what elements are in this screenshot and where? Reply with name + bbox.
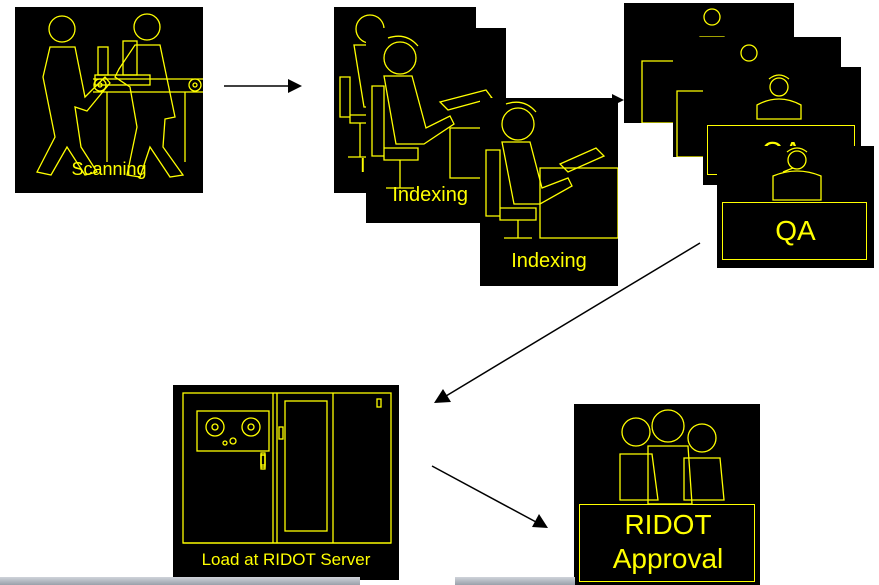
approval-box: RIDOT Approval: [579, 504, 755, 582]
headset-operator-icon: [772, 147, 822, 201]
arrow-indexing-to-qa: [604, 94, 624, 106]
indexing-worker-icon: [485, 101, 618, 239]
indexing-label-2: Indexing: [392, 184, 468, 206]
scanning-workers-icon: [36, 13, 203, 178]
scanning-tile: Scanning: [15, 7, 203, 193]
bottom-bar-left: [0, 577, 360, 585]
load-server-label: Load at RIDOT Server: [201, 550, 371, 569]
approval-label-line2: Approval: [612, 543, 724, 574]
arrow-scanning-to-indexing: [224, 79, 302, 93]
load-server-tile: Load at RIDOT Server: [173, 385, 399, 580]
arrow-load-to-approval: [431, 465, 548, 528]
indexing-tile-3: Indexing: [480, 98, 618, 286]
arrow-qa-to-load: [434, 242, 701, 403]
headset-operator-icon: [756, 74, 802, 120]
indexing-label-3: Indexing: [511, 250, 587, 272]
qa-box-4: QA: [722, 202, 867, 260]
bottom-bar-right: [455, 577, 575, 585]
scanning-label: Scanning: [71, 159, 147, 179]
qa-label-4: QA: [775, 215, 816, 246]
approval-label-line1: RIDOT: [624, 509, 712, 540]
approval-tile: RIDOT Approval: [574, 404, 760, 585]
qa-tile-4: QA: [717, 146, 874, 268]
server-cabinet-icon: [182, 392, 392, 544]
